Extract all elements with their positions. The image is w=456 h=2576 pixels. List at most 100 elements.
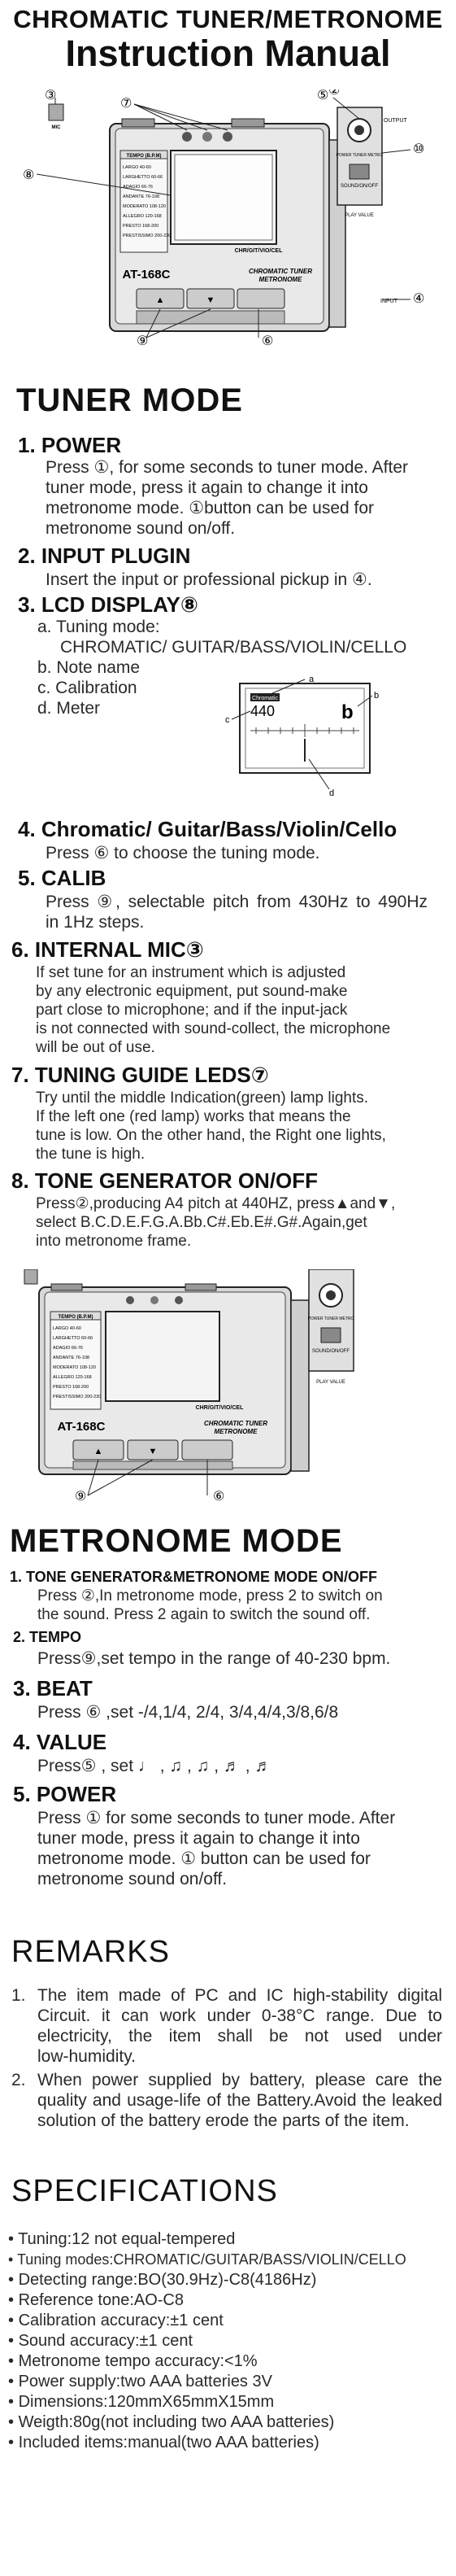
- power-title: 1. POWER: [18, 433, 122, 457]
- svg-text:PRESTISSIMO 200-230: PRESTISSIMO 200-230: [53, 1395, 101, 1399]
- svg-text:⑨: ⑨: [137, 334, 148, 348]
- svg-text:PLAY VALUE: PLAY VALUE: [316, 1380, 345, 1385]
- svg-text:②: ②: [328, 90, 340, 98]
- svg-text:CHR/GIT/VIO/CEL: CHR/GIT/VIO/CEL: [196, 1405, 244, 1411]
- up-button: [186, 288, 235, 309]
- spec-item: • Sound accuracy:±1 cent: [8, 2332, 193, 2350]
- spec-item: • Included items:manual(two AAA batterie…: [8, 2434, 319, 2452]
- remark-item: The item made of PC and IC high-stabilit…: [37, 1986, 442, 2066]
- down-arrow-icon: ▼: [149, 1447, 158, 1456]
- lcd-c: c. Calibration: [37, 679, 137, 697]
- input-label: INPUT: [380, 299, 398, 304]
- svg-text:LARGO 40-60: LARGO 40-60: [53, 1326, 81, 1331]
- svg-text:⑧: ⑧: [23, 168, 34, 182]
- tempo-header: TEMPO (B.P.M): [127, 154, 162, 159]
- calib-title: 5. CALIB: [18, 866, 106, 890]
- spec-item: • Reference tone:AO-C8: [8, 2291, 184, 2309]
- metronome-mode-heading: METRONOME MODE: [10, 1523, 343, 1559]
- spec-item: • Detecting range:BO(30.9Hz)-C8(4186Hz): [8, 2271, 317, 2289]
- tempo-title: 2. TEMPO: [13, 1629, 82, 1645]
- led-red-icon: [182, 132, 192, 142]
- input-title: 2. INPUT PLUGIN: [18, 544, 191, 568]
- tempo-row: ADAGIO 66-76: [123, 185, 153, 190]
- led-red-icon: [223, 132, 232, 142]
- svg-text:⑩: ⑩: [413, 142, 424, 156]
- svg-text:b: b: [374, 691, 379, 701]
- svg-text:ADAGIO 66-76: ADAGIO 66-76: [53, 1346, 83, 1351]
- spec-item: • Metronome tempo accuracy:<1%: [8, 2352, 258, 2370]
- spec-item: • Power supply:two AAA batteries 3V: [8, 2373, 272, 2390]
- chromatic-text: Press ⑥ to choose the tuning mode.: [46, 844, 320, 862]
- spec-item: • Tuning modes:CHROMATIC/GUITAR/BASS/VIO…: [8, 2251, 406, 2268]
- power-label: POWER TUNER METRO: [337, 153, 383, 158]
- tempo-row: LARGHETTO 60-66: [123, 175, 163, 180]
- svg-text:⑥: ⑥: [262, 334, 273, 348]
- tone-gen-title: 1. TONE GENERATOR&METRONOME MODE ON/OFF: [10, 1569, 378, 1585]
- spec-item: • Tuning:12 not equal-tempered: [8, 2230, 236, 2248]
- callout-numbers: ③ ⑦ ⑤ ② ⑧ ⑩ ④ ⑨ ⑥: [23, 90, 424, 348]
- spec-item: • Calibration accuracy:±1 cent: [8, 2312, 224, 2329]
- device-diagram: TEMPO (B.P.M) LARGO 40-60 LARGHETTO 60-6…: [23, 90, 424, 348]
- svg-text:④: ④: [413, 292, 424, 306]
- svg-text:③: ③: [45, 90, 56, 103]
- tuner-mode-heading: TUNER MODE: [16, 382, 243, 418]
- remark-num: 1.: [11, 1986, 26, 2005]
- lcd-value-text: 440: [250, 703, 275, 719]
- power-text: Press ①, for some seconds to tuner mode.…: [46, 458, 409, 538]
- tempo-row: ALLEGRO 120-168: [123, 214, 162, 219]
- metro-power-title: 5. POWER: [13, 1782, 117, 1806]
- chromatic-title: 4. Chromatic/ Guitar/Bass/Violin/Cello: [18, 817, 397, 841]
- svg-text:c: c: [225, 715, 230, 725]
- svg-text:d: d: [329, 788, 334, 798]
- device-model: AT-168C: [123, 268, 171, 282]
- mic-text: If set tune for an instrument which is a…: [36, 964, 391, 1056]
- lcd-a: a. Tuning mode:: [37, 618, 160, 636]
- svg-text:AT-168C: AT-168C: [58, 1420, 106, 1434]
- output-label: OUTPUT: [384, 118, 408, 124]
- lcd-a2: CHROMATIC/ GUITAR/BASS/VIOLIN/CELLO: [60, 638, 407, 657]
- calib-text: Press ⑨, selectable pitch from 430Hz to …: [46, 893, 428, 932]
- spec-item: • Dimensions:120mmX65mmX15mm: [8, 2393, 275, 2411]
- lcd-d: d. Meter: [37, 699, 101, 718]
- tone-gen-text: Press ②,In metronome mode, press 2 to sw…: [37, 1587, 383, 1623]
- lcd-title: 3. LCD DISPLAY⑧: [18, 592, 198, 617]
- manual-title: CHROMATIC TUNER/METRONOME: [13, 5, 443, 33]
- up-arrow-icon: ▲: [156, 295, 165, 305]
- leds-title: 7. TUNING GUIDE LEDS⑦: [11, 1063, 269, 1087]
- svg-text:SOUND/ON/OFF: SOUND/ON/OFF: [312, 1349, 350, 1354]
- lcd-detail-diagram: Chromatic 440 b a b c d: [225, 675, 379, 798]
- spec-list: • Tuning:12 not equal-tempered • Tuning …: [8, 2229, 451, 2453]
- mode-button-label: CHR/GIT/VIO/CEL: [235, 248, 283, 254]
- brand-line1: CHROMATIC TUNER: [249, 268, 312, 275]
- svg-text:⑦: ⑦: [120, 97, 132, 111]
- led-red-icon: [126, 1296, 134, 1304]
- beat-text: Press ⑥ ,set -/4,1/4, 2/4, 3/4,4/4,3/8,6…: [37, 1703, 339, 1722]
- svg-text:PRESTO 168-200: PRESTO 168-200: [53, 1385, 89, 1390]
- tone-title: 8. TONE GENERATOR ON/OFF: [11, 1168, 319, 1193]
- remark-num: 2.: [11, 2071, 26, 2089]
- tempo-row: PRESTISSIMO 200-230: [123, 234, 171, 238]
- mic-title: 6. INTERNAL MIC③: [11, 937, 204, 962]
- specifications-heading: SPECIFICATIONS: [11, 2174, 278, 2208]
- up-arrow-icon: ▲: [94, 1447, 103, 1456]
- svg-text:a: a: [309, 675, 315, 684]
- svg-text:ALLEGRO 120-168: ALLEGRO 120-168: [53, 1375, 92, 1380]
- svg-text:⑨: ⑨: [75, 1490, 86, 1504]
- mic-icon: [24, 1269, 38, 1285]
- tempo-text: Press⑨,set tempo in the range of 40-230 …: [37, 1649, 391, 1668]
- lcd-b: b. Note name: [37, 658, 141, 677]
- down-arrow-icon: ▼: [206, 295, 215, 305]
- svg-text:LARGHETTO 60-66: LARGHETTO 60-66: [53, 1336, 93, 1341]
- svg-text:METRONOME: METRONOME: [215, 1428, 258, 1435]
- leds-text: Try until the middle Indication(green) l…: [36, 1089, 386, 1163]
- mode-button: [237, 288, 285, 309]
- tempo-table: [119, 150, 168, 253]
- svg-text:ANDANTE 76-108: ANDANTE 76-108: [53, 1356, 89, 1360]
- mic-icon: [48, 103, 64, 121]
- lcd-note-text: b: [341, 701, 354, 723]
- device-diagram-metronome: TEMPO (B.P.M) LARGO 40-60 LARGHETTO 60-6…: [24, 1269, 354, 1504]
- down-button: [136, 288, 185, 309]
- mic-label: MIC: [52, 125, 62, 130]
- lcd-mode-text: Chromatic: [252, 696, 278, 701]
- svg-text:⑥: ⑥: [213, 1490, 224, 1504]
